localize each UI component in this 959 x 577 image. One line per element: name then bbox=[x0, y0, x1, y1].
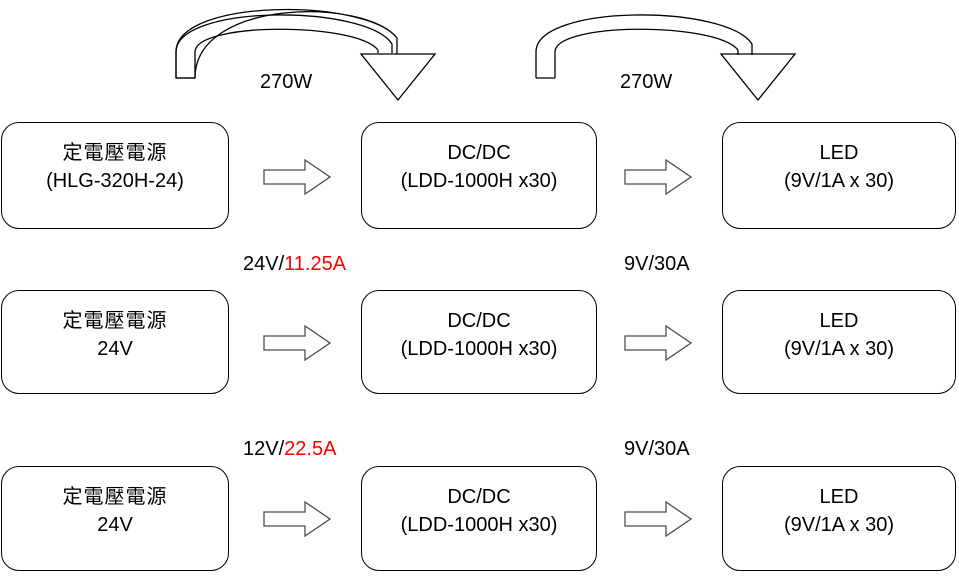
block-arrow-right-icon-r3-b bbox=[623, 500, 693, 538]
row-1-converter-line1: DC/DC bbox=[447, 142, 511, 164]
row-1-converter-line2: (LDD-1000H x30) bbox=[400, 170, 558, 192]
row-2-label-right-prefix: 9V/30A bbox=[624, 253, 690, 275]
block-arrow-right-icon-r1-b bbox=[623, 158, 693, 196]
row-2-load-line1: LED bbox=[819, 310, 859, 332]
row-2-source-line1: 定電壓電源 bbox=[62, 310, 168, 332]
row-1-label-right: 270W bbox=[620, 70, 672, 94]
row-3-label-right-prefix: 9V/30A bbox=[624, 438, 690, 460]
row-2-label-right: 9V/30A bbox=[624, 252, 690, 276]
row-1-source-box[interactable]: 定電壓電源 (HLG-320H-24) bbox=[1, 122, 229, 229]
block-arrow-right-icon-r1-a bbox=[262, 158, 332, 196]
row-3-load-line1: LED bbox=[819, 486, 859, 508]
row-2-converter-line2: (LDD-1000H x30) bbox=[400, 338, 558, 360]
row-3-converter-box[interactable]: DC/DC (LDD-1000H x30) bbox=[361, 466, 597, 571]
row-2-load-line2: (9V/1A x 30) bbox=[783, 338, 895, 360]
row-3-load-box[interactable]: LED (9V/1A x 30) bbox=[722, 466, 956, 571]
block-arrow-right-icon-r2-b bbox=[623, 324, 693, 362]
row-3-source-box[interactable]: 定電壓電源 24V bbox=[1, 466, 229, 571]
row-2-source-box[interactable]: 定電壓電源 24V bbox=[1, 290, 229, 394]
row-3-label-left: 12V/22.5A bbox=[243, 437, 336, 461]
row-3-source-line1: 定電壓電源 bbox=[62, 486, 168, 508]
row-3-label-left-prefix: 12V/ bbox=[243, 438, 285, 460]
row-1-load-line1: LED bbox=[819, 142, 859, 164]
row-1-source-line2: (HLG-320H-24) bbox=[46, 170, 184, 192]
row-1-load-line2: (9V/1A x 30) bbox=[783, 170, 895, 192]
row-2-converter-box[interactable]: DC/DC (LDD-1000H x30) bbox=[361, 290, 597, 394]
row-2-source-line2: 24V bbox=[97, 338, 133, 360]
row-3-label-right: 9V/30A bbox=[624, 437, 690, 461]
row-2-label-left-highlight: 11.25A bbox=[284, 253, 347, 275]
row-2-label-left-prefix: 24V/ bbox=[243, 253, 285, 275]
row-2-converter-line1: DC/DC bbox=[447, 310, 511, 332]
row-1-label-left-prefix: 270W bbox=[260, 71, 313, 93]
row-3-converter-line2: (LDD-1000H x30) bbox=[400, 514, 558, 536]
row-1-label-left: 270W bbox=[260, 70, 312, 94]
curved-arrow-down-icon-1 bbox=[170, 0, 445, 105]
row-1-label-right-prefix: 270W bbox=[620, 71, 673, 93]
block-arrow-right-icon-r3-a bbox=[262, 500, 332, 538]
row-3-label-left-highlight: 22.5A bbox=[284, 438, 337, 460]
block-arrow-right-icon-r2-a bbox=[262, 324, 332, 362]
row-3-source-line2: 24V bbox=[97, 514, 133, 536]
row-3-load-line2: (9V/1A x 30) bbox=[783, 514, 895, 536]
row-1-source-line1: 定電壓電源 bbox=[62, 142, 168, 164]
row-2-label-left: 24V/11.25A bbox=[243, 252, 346, 276]
row-1-load-box[interactable]: LED (9V/1A x 30) bbox=[722, 122, 956, 229]
row-2-load-box[interactable]: LED (9V/1A x 30) bbox=[722, 290, 956, 394]
row-1-converter-box[interactable]: DC/DC (LDD-1000H x30) bbox=[361, 122, 597, 229]
row-3-converter-line1: DC/DC bbox=[447, 486, 511, 508]
curved-arrow-down-icon-2 bbox=[530, 0, 805, 105]
